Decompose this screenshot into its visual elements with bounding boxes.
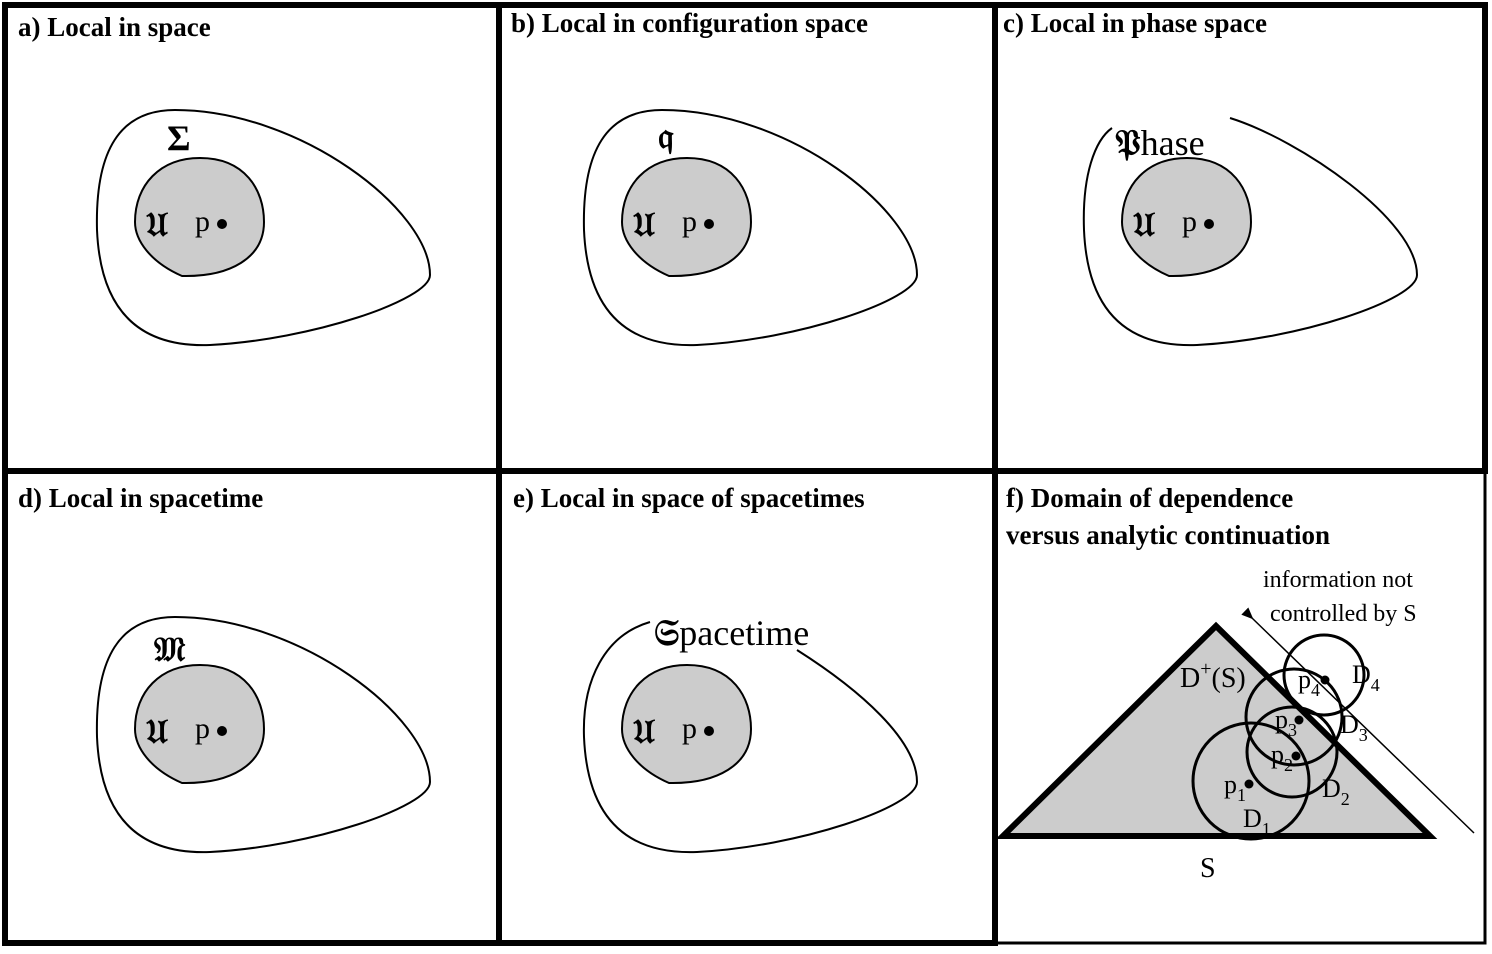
space-outline — [582, 108, 919, 347]
disk-d1 — [1191, 721, 1311, 841]
panel-a-diagram: Σ 𝔘 p — [95, 108, 432, 347]
neighborhood-region — [133, 663, 266, 785]
annotation-line1: information not — [1263, 567, 1413, 593]
space-label: 𝔓hase — [1115, 122, 1205, 164]
point-p3-dot — [1294, 715, 1304, 725]
panel-f-title-line1: f) Domain of dependence — [1006, 483, 1294, 513]
neighborhood-region — [133, 156, 266, 278]
neighborhood-region — [1120, 156, 1253, 278]
point-label: p — [682, 712, 697, 745]
panel-c-diagram: 𝔓hase 𝔘 p — [1082, 117, 1419, 347]
region-label: 𝔘 — [633, 712, 655, 752]
panel-d-diagram: 𝔐 𝔘 p — [95, 615, 432, 854]
disk-d2 — [1245, 705, 1339, 799]
point-label: p — [682, 205, 697, 238]
domain-label: D+(S) — [1180, 658, 1246, 694]
region-label: 𝔘 — [1133, 205, 1155, 245]
space-outline — [95, 108, 432, 347]
point-p1-dot — [1244, 779, 1254, 789]
point-p4-dot — [1320, 675, 1330, 685]
space-label: Σ — [167, 118, 191, 158]
point-p4-label: p4 — [1298, 665, 1320, 700]
point-dot — [217, 219, 227, 229]
point-label: p — [195, 712, 210, 745]
panel-b-diagram: 𝔮 𝔘 p — [582, 108, 919, 347]
point-dot — [1204, 219, 1214, 229]
point-dot — [704, 726, 714, 736]
point-dot — [217, 726, 227, 736]
space-outline — [95, 615, 432, 854]
disk-d3 — [1244, 667, 1344, 767]
point-p2-dot — [1291, 751, 1301, 761]
panel-e-diagram: 𝔖pacetime 𝔘 p — [582, 612, 919, 854]
disk-d4 — [1282, 633, 1366, 717]
space-outline — [582, 621, 919, 854]
neighborhood-region — [620, 663, 753, 785]
panel-c-title: c) Local in phase space — [1003, 8, 1268, 38]
point-label: p — [195, 205, 210, 238]
panel-b-title: b) Local in configuration space — [511, 8, 869, 38]
surface-label: S — [1200, 853, 1216, 884]
point-p3-label: p3 — [1275, 705, 1297, 740]
space-label: 𝔐 — [154, 630, 186, 670]
space-outline — [1082, 117, 1419, 347]
panel-f-diagram: D+(S) p1 D1 p2 D2 p3 D3 p4 D4 S informat… — [995, 567, 1475, 884]
point-label: p — [1182, 205, 1197, 238]
space-label: 𝔮 — [658, 115, 674, 157]
space-label: 𝔖pacetime — [654, 612, 809, 654]
disk-d1-label: D1 — [1243, 804, 1271, 839]
annotation-line2: controlled by S — [1270, 601, 1417, 627]
region-label: 𝔘 — [146, 712, 168, 752]
point-p2-label: p2 — [1271, 740, 1293, 775]
panel-a-title: a) Local in space — [18, 12, 211, 42]
region-label: 𝔘 — [633, 205, 655, 245]
disk-d3-label: D3 — [1340, 710, 1368, 745]
panel-frame-f — [993, 469, 1487, 945]
panel-e-title: e) Local in space of spacetimes — [513, 483, 865, 513]
neighborhood-region — [620, 156, 753, 278]
panel-d-title: d) Local in spacetime — [18, 483, 264, 513]
point-p1-label: p1 — [1224, 770, 1246, 805]
region-label: 𝔘 — [146, 205, 168, 245]
disk-d4-label: D4 — [1352, 660, 1380, 695]
panel-f-title-line2: versus analytic continuation — [1006, 520, 1331, 550]
disk-d2-label: D2 — [1322, 774, 1350, 809]
point-dot — [704, 219, 714, 229]
